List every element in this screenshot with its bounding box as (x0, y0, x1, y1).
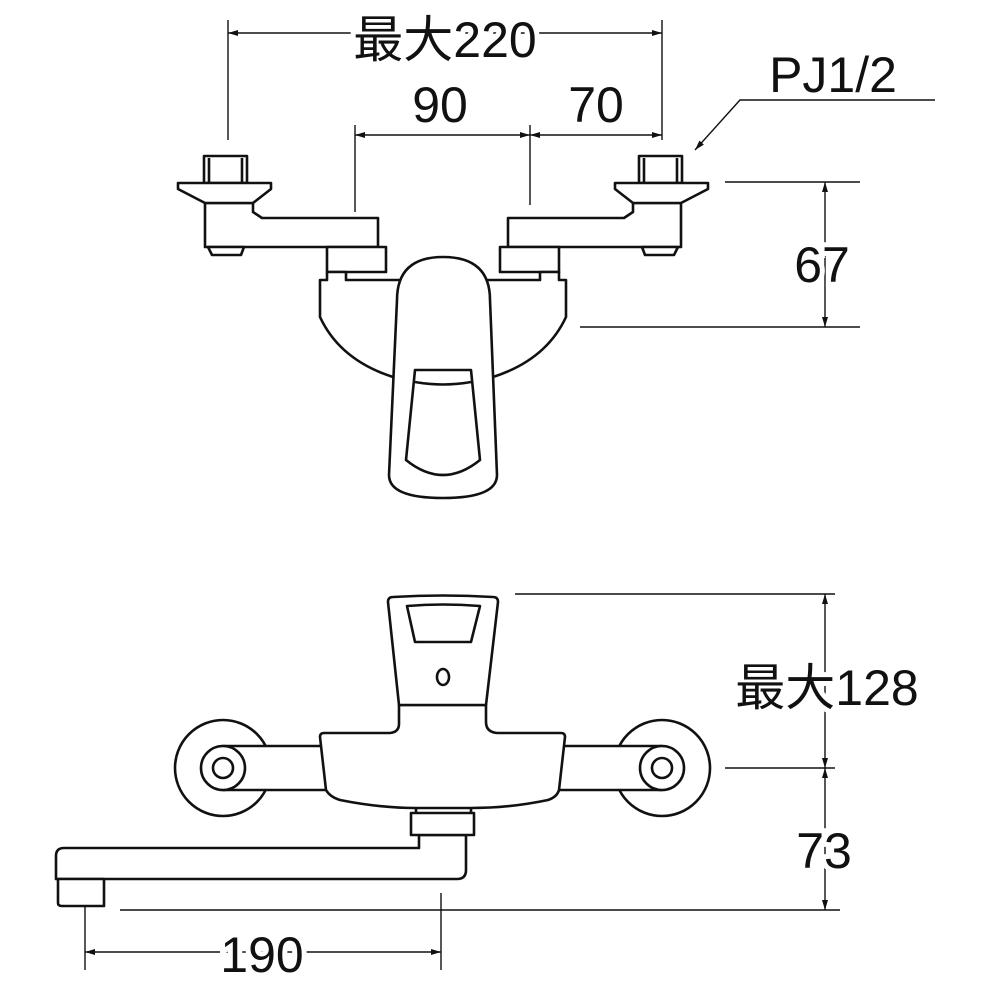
lever-window-front (405, 603, 482, 644)
dim-spout-label: 190 (220, 927, 303, 983)
dimension-offsets: 90 70 (354, 72, 662, 212)
spout (54, 833, 468, 881)
dim-left-label: 90 (412, 77, 468, 133)
connection-callout: PJ1/2 (694, 42, 935, 151)
dim-height-max-label: 最大128 (735, 660, 918, 716)
lever-window (404, 368, 482, 477)
valve-body-front (318, 703, 567, 810)
left-fitting (176, 154, 388, 274)
indicator-hole (435, 667, 451, 687)
dimension-height-128: 最大128 (515, 593, 924, 769)
dimension-height-73: 73 (120, 768, 857, 911)
spout-nut (409, 811, 476, 837)
spout-tip (56, 877, 106, 908)
dim-lower-label: 73 (796, 823, 852, 879)
right-fitting (498, 154, 710, 274)
dim-right-label: 70 (568, 77, 624, 133)
dimension-spout-190: 190 (84, 893, 442, 988)
dimension-overall-width: 最大220 (227, 7, 663, 140)
connection-label: PJ1/2 (769, 47, 897, 103)
front-view-faucet (54, 594, 712, 908)
top-view-faucet (176, 154, 710, 500)
dim-height-label: 67 (794, 237, 850, 293)
dimension-height-67: 67 (580, 181, 860, 328)
dim-overall-label: 最大220 (353, 12, 536, 68)
